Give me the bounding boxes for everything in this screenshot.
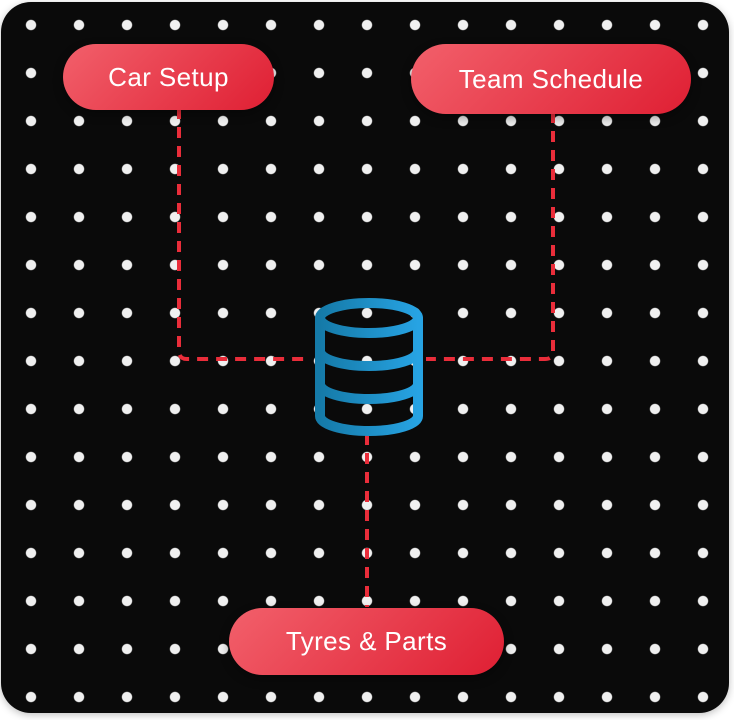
node-car-setup[interactable]: Car Setup (63, 44, 274, 110)
connector-car-setup-to-database (177, 108, 307, 361)
node-tyres-parts-label: Tyres & Parts (285, 626, 448, 656)
diagram-canvas: Car Setup Team Schedule Tyres & Parts (1, 2, 729, 713)
node-team-schedule-label: Team Schedule (458, 63, 644, 94)
node-team-schedule[interactable]: Team Schedule (411, 44, 691, 114)
connector-lines (177, 108, 555, 607)
database-icon[interactable] (309, 298, 429, 436)
node-tyres-parts[interactable]: Tyres & Parts (229, 608, 504, 675)
node-car-setup-label: Car Setup (108, 61, 229, 92)
connector-team-schedule-to-database (426, 112, 555, 361)
